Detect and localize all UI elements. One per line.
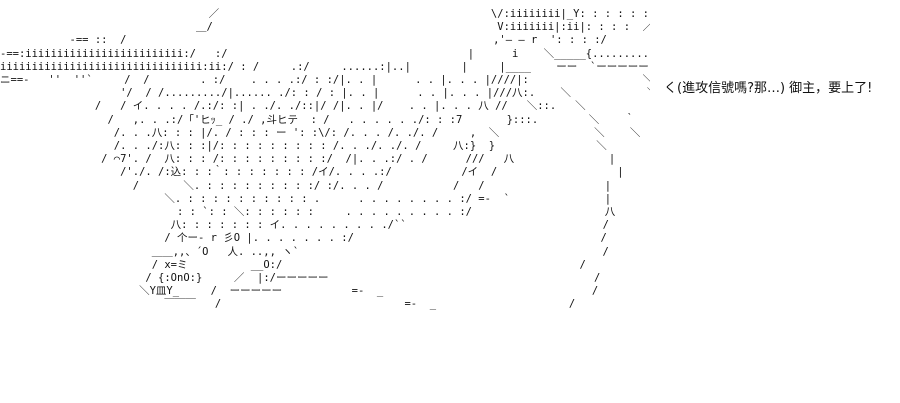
speech-caption: く(進攻信號嗎?那…) 御主，要上了!	[664, 81, 873, 96]
ascii-art-illustration: ／ \/:iiiiiiii|_Y: : : : : : : : :＼:iiiii…	[0, 8, 650, 311]
